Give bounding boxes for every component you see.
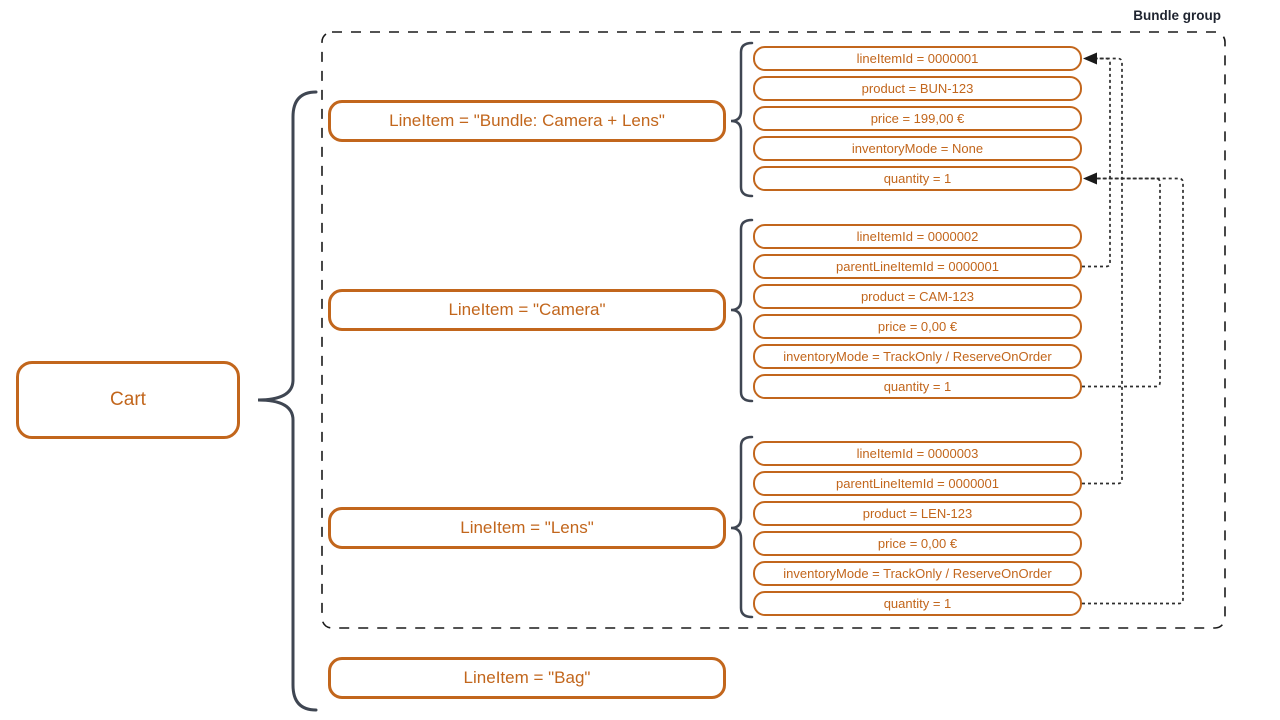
attr-bundle-lineitemid: lineItemId = 0000001 (753, 46, 1082, 71)
attr-camera-lineitemid: lineItemId = 0000002 (753, 224, 1082, 249)
attr-camera-inventorymode: inventoryMode = TrackOnly / ReserveOnOrd… (753, 344, 1082, 369)
attr-lens-price: price = 0,00 € (753, 531, 1082, 556)
attr-camera-product: product = CAM-123 (753, 284, 1082, 309)
lineitem-bag-label: LineItem = "Bag" (463, 668, 591, 687)
edge-lens-qty-to-bundle-qty (1082, 177, 1184, 605)
attr-bundle-quantity: quantity = 1 (753, 166, 1082, 191)
cart-label: Cart (110, 389, 146, 410)
edge-lens-parent-to-bundle-id (1082, 57, 1123, 485)
edge-camera-qty-to-bundle-qty (1082, 177, 1161, 388)
attr-lens-product: product = LEN-123 (753, 501, 1082, 526)
arrowhead-bundle-lineitemid (1083, 52, 1097, 65)
attr-bundle-inventorymode: inventoryMode = None (753, 136, 1082, 161)
cart-brace (257, 90, 318, 712)
camera-attrs-brace (730, 218, 754, 403)
lineitem-bundle-node: LineItem = "Bundle: Camera + Lens" (328, 100, 726, 142)
attr-bundle-price: price = 199,00 € (753, 106, 1082, 131)
attr-lens-inventorymode: inventoryMode = TrackOnly / ReserveOnOrd… (753, 561, 1082, 586)
attr-lens-quantity: quantity = 1 (753, 591, 1082, 616)
attr-lens-parentlineitemid: parentLineItemId = 0000001 (753, 471, 1082, 496)
attr-camera-price: price = 0,00 € (753, 314, 1082, 339)
lineitem-camera-node: LineItem = "Camera" (328, 289, 726, 331)
arrowhead-bundle-quantity (1083, 172, 1097, 185)
lens-attrs-brace (730, 435, 754, 619)
lineitem-bundle-label: LineItem = "Bundle: Camera + Lens" (389, 111, 665, 130)
edge-camera-parent-to-bundle-id (1082, 57, 1111, 268)
attr-lens-lineitemid: lineItemId = 0000003 (753, 441, 1082, 466)
cart-node: Cart (16, 361, 240, 439)
bundle-group-label: Bundle group (1133, 8, 1221, 23)
attr-camera-quantity: quantity = 1 (753, 374, 1082, 399)
lineitem-camera-label: LineItem = "Camera" (448, 300, 606, 319)
attr-camera-parentlineitemid: parentLineItemId = 0000001 (753, 254, 1082, 279)
bundle-attrs-brace (730, 41, 754, 198)
lineitem-bag-node: LineItem = "Bag" (328, 657, 726, 699)
attr-bundle-product: product = BUN-123 (753, 76, 1082, 101)
lineitem-lens-label: LineItem = "Lens" (460, 518, 594, 537)
lineitem-lens-node: LineItem = "Lens" (328, 507, 726, 549)
